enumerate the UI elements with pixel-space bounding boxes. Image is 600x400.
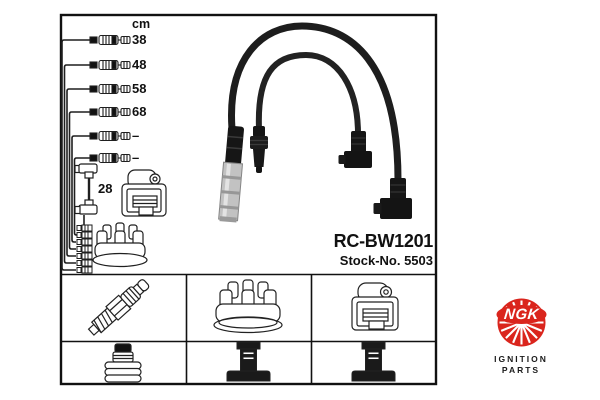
ngk-logo-text: NGK bbox=[503, 306, 540, 323]
distributor-cap-icon bbox=[213, 279, 283, 334]
ignition-coil-icon bbox=[351, 282, 399, 331]
cable-length-diagram bbox=[61, 34, 167, 274]
cable-length-58: 58 bbox=[132, 81, 147, 96]
inner-cable bbox=[255, 51, 361, 137]
cable-with-connector-icon bbox=[89, 59, 131, 71]
coil-wire-length-label: 28 bbox=[98, 181, 113, 196]
angled-boot-outer bbox=[373, 178, 412, 219]
product-photo bbox=[218, 22, 412, 223]
ignition-coil-icon bbox=[121, 169, 167, 217]
cable-with-connector-icon bbox=[89, 83, 131, 95]
brand-tagline-ignition: IGNITION bbox=[494, 354, 548, 364]
terminal-stack-icon bbox=[76, 224, 93, 274]
angled-boot-inner bbox=[338, 131, 372, 168]
cable-length-68: 68 bbox=[132, 104, 147, 119]
coil-wire-icon bbox=[74, 163, 98, 215]
cable-row-icons bbox=[89, 34, 131, 164]
stock-number: Stock-No. 5503 bbox=[339, 253, 433, 268]
component-grid bbox=[87, 279, 399, 383]
brand-tagline-parts: PARTS bbox=[501, 365, 541, 375]
straight-plug-connector-icon bbox=[104, 343, 142, 383]
straight-metal-connector bbox=[218, 125, 244, 223]
cable-with-connector-icon bbox=[89, 106, 131, 118]
ngk-logo bbox=[496, 298, 547, 347]
cable-length-dash-2: – bbox=[132, 150, 140, 165]
outer-cable bbox=[228, 22, 402, 184]
cable-length-dash-1: – bbox=[132, 128, 140, 143]
angled-plug-connector-icon bbox=[351, 341, 396, 382]
straight-black-connector bbox=[250, 126, 268, 173]
cable-with-connector-icon bbox=[89, 152, 131, 164]
cable-with-connector-icon bbox=[89, 130, 131, 142]
part-number: RC-BW1201 bbox=[333, 231, 434, 251]
distributor-cap-icon bbox=[92, 222, 148, 268]
spark-plug-icon bbox=[87, 279, 150, 336]
angled-plug-connector-icon bbox=[226, 341, 271, 382]
cable-with-connector-icon bbox=[89, 34, 131, 46]
cable-length-48: 48 bbox=[132, 57, 147, 72]
wire-bus bbox=[61, 39, 90, 271]
cable-length-38: 38 bbox=[132, 32, 147, 47]
unit-label: cm bbox=[132, 17, 151, 31]
